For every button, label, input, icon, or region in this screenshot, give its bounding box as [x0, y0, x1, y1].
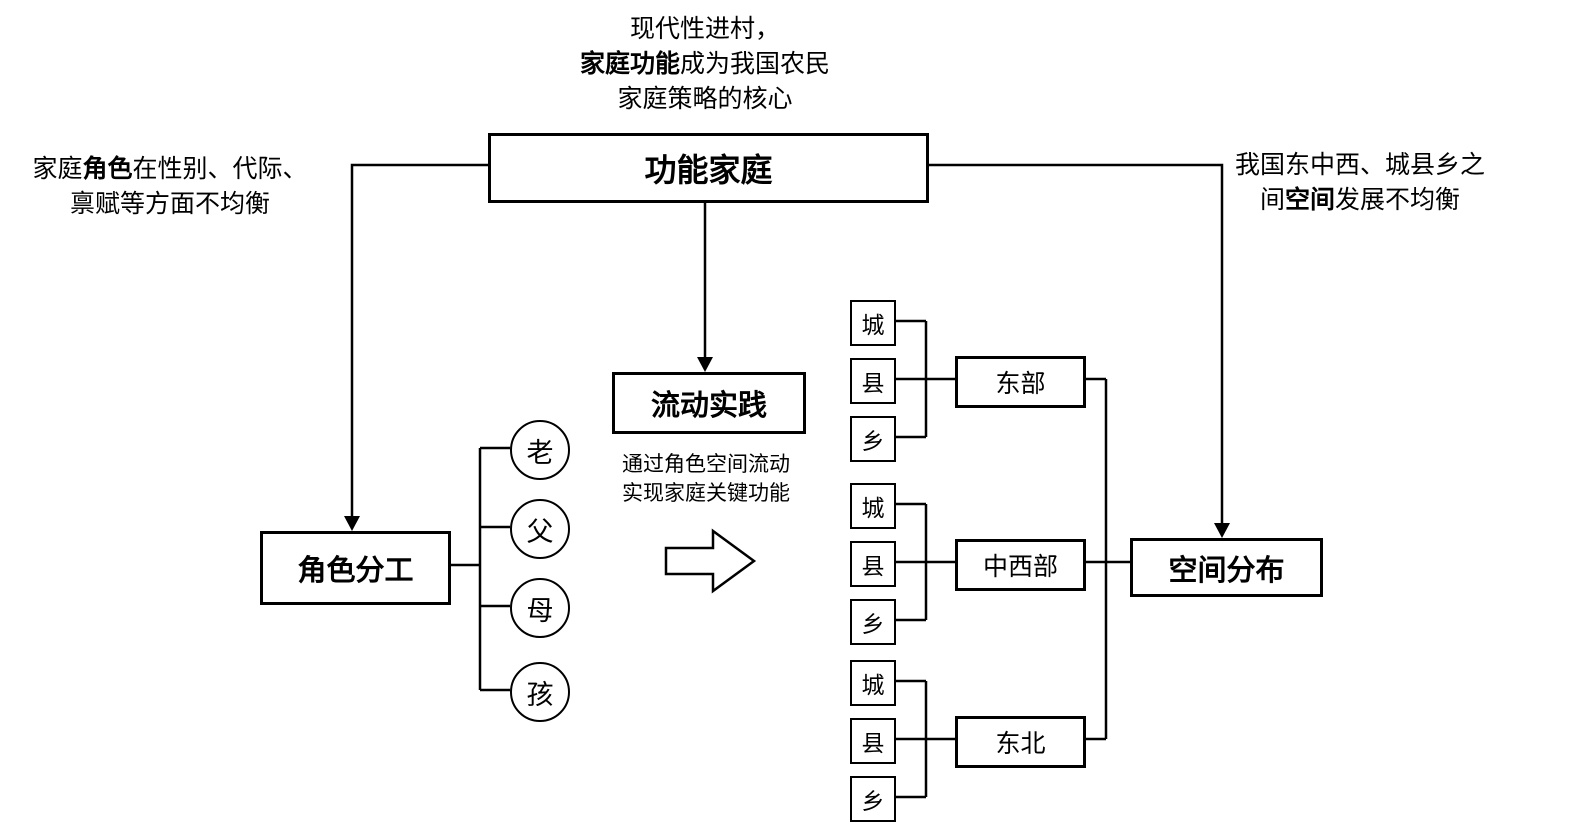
node-mobility-practice-label: 流动实践 [650, 390, 767, 422]
role-circle-mother-label: 母 [526, 595, 554, 626]
right-note-line1: 我国东中西、城县乡之 [1234, 151, 1485, 179]
region-box-east-label: 东部 [995, 370, 1046, 398]
mobility-caption: 通过角色空间流动 实现家庭关键功能 [585, 450, 827, 508]
role-circle-child: 孩 [510, 662, 570, 722]
node-spatial-distribution: 空间分布 [1130, 538, 1323, 597]
right-note: 我国东中西、城县乡之 间空间发展不均衡 [1195, 148, 1525, 218]
mobility-caption-line2: 实现家庭关键功能 [622, 482, 790, 505]
group-centralwest-county-label: 县 [861, 553, 885, 579]
node-role-division: 角色分工 [260, 531, 451, 605]
mobility-caption-line1: 通过角色空间流动 [622, 453, 790, 476]
group-centralwest-village-label: 乡 [861, 611, 885, 637]
right-note-line2: 间空间发展不均衡 [1259, 186, 1461, 214]
node-functional-family-label: 功能家庭 [644, 152, 773, 188]
group-northeast-county: 县 [850, 718, 896, 764]
group-east-village-label: 乡 [861, 428, 885, 454]
role-circle-elder: 老 [510, 420, 570, 480]
node-mobility-practice: 流动实践 [612, 372, 806, 434]
group-northeast-city-label: 城 [861, 672, 885, 698]
top-note-line1: 现代性进村， [629, 15, 780, 43]
group-centralwest-county: 县 [850, 541, 896, 587]
group-northeast-county-label: 县 [861, 730, 885, 756]
group-northeast-village: 乡 [850, 776, 896, 822]
group-centralwest-city: 城 [850, 483, 896, 529]
role-circle-mother: 母 [510, 578, 570, 638]
role-circle-father: 父 [510, 499, 570, 559]
arrowhead-down-to-mobility [697, 357, 713, 372]
left-note-line1: 家庭角色在性别、代际、 [32, 155, 308, 183]
node-spatial-distribution-label: 空间分布 [1168, 554, 1285, 587]
role-circle-child-label: 孩 [526, 679, 554, 710]
region-box-northeast-label: 东北 [995, 730, 1046, 758]
role-circle-elder-label: 老 [526, 437, 554, 468]
region-box-centralwest: 中西部 [955, 539, 1086, 591]
group-east-county: 县 [850, 358, 896, 404]
group-east-county-label: 县 [861, 370, 885, 396]
group-east-village: 乡 [850, 416, 896, 462]
group-east-city-label: 城 [861, 312, 885, 338]
arrowhead-down-to-spatial [1214, 523, 1230, 538]
top-note-line2: 家庭功能成为我国农民 [579, 50, 831, 78]
group-centralwest-village: 乡 [850, 599, 896, 645]
top-note: 现代性进村， 家庭功能成为我国农民 家庭策略的核心 [480, 12, 930, 117]
left-note-line2: 禀赋等方面不均衡 [69, 190, 270, 218]
group-northeast-village-label: 乡 [861, 788, 885, 814]
region-box-east: 东部 [955, 356, 1086, 408]
left-note: 家庭角色在性别、代际、 禀赋等方面不均衡 [10, 152, 330, 222]
region-box-centralwest-label: 中西部 [982, 553, 1058, 581]
group-east-city: 城 [850, 300, 896, 346]
region-box-northeast: 东北 [955, 716, 1086, 768]
role-circle-father-label: 父 [526, 516, 554, 547]
node-role-division-label: 角色分工 [297, 555, 414, 587]
top-note-line3: 家庭策略的核心 [617, 85, 793, 113]
node-functional-family: 功能家庭 [488, 133, 929, 203]
group-northeast-city: 城 [850, 660, 896, 706]
arrowhead-down-to-role-division [344, 516, 360, 531]
group-centralwest-city-label: 城 [861, 495, 885, 521]
flow-arrow-icon [664, 528, 757, 594]
